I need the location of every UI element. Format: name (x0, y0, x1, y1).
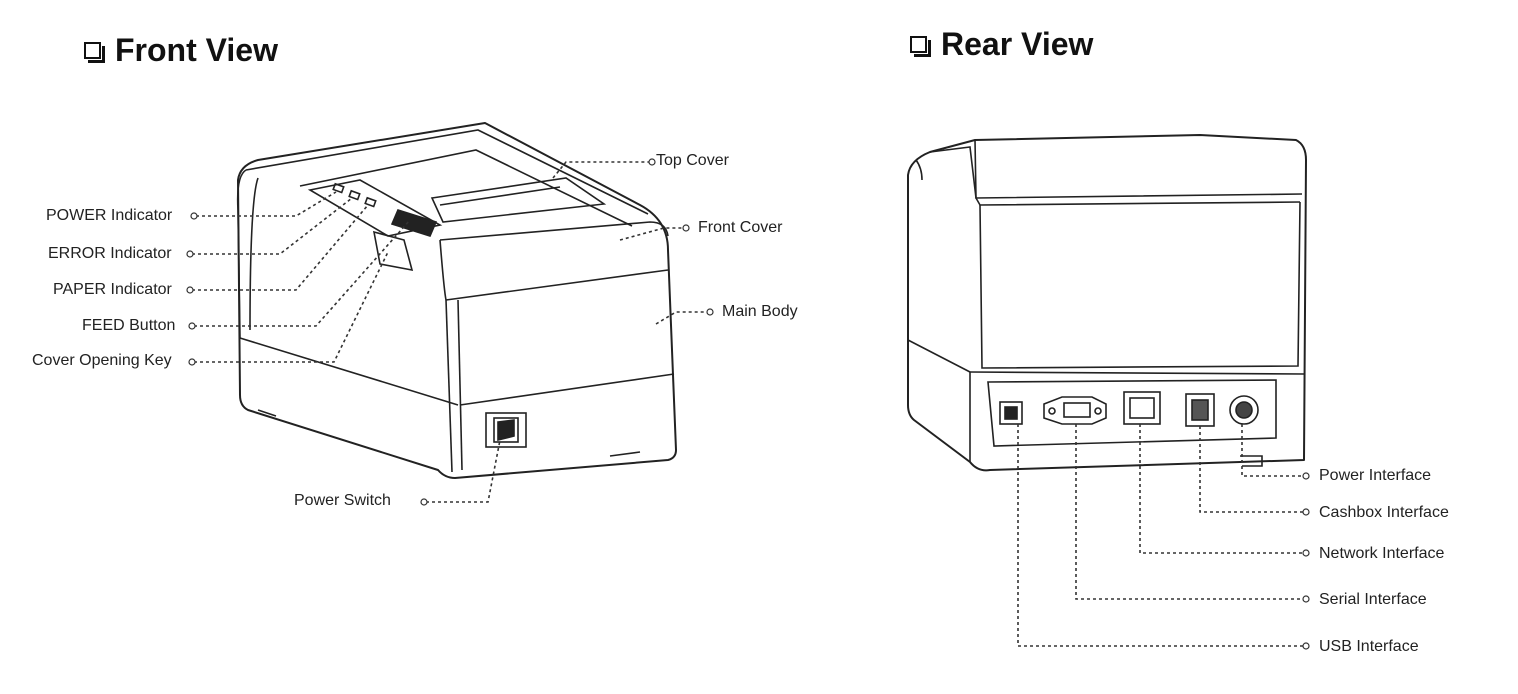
label-power-indicator: POWER Indicator (46, 207, 173, 224)
front-leader-lines (186, 158, 714, 506)
label-feed-button: FEED Button (82, 317, 176, 334)
label-top-cover: Top Cover (656, 152, 729, 169)
label-network-interface: Network Interface (1319, 545, 1445, 562)
checkbox-icon (84, 42, 105, 63)
label-power-interface: Power Interface (1319, 467, 1432, 484)
label-main-body: Main Body (722, 303, 798, 320)
rear-leader-lines (1017, 424, 1310, 650)
label-error-indicator: ERROR Indicator (48, 245, 172, 262)
label-cover-opening-key: Cover Opening Key (32, 352, 172, 369)
label-usb-interface: USB Interface (1319, 638, 1419, 655)
front-printer-illustration (236, 122, 677, 479)
checkbox-icon (910, 36, 931, 57)
label-paper-indicator: PAPER Indicator (53, 281, 172, 298)
rear-printer-illustration (907, 134, 1307, 472)
front-view-title-text: Front View (115, 32, 278, 68)
front-view-title: Front View (84, 32, 278, 69)
rear-view-title-text: Rear View (941, 26, 1094, 62)
label-power-switch: Power Switch (294, 492, 391, 509)
label-front-cover: Front Cover (698, 219, 783, 236)
label-cashbox-interface: Cashbox Interface (1319, 504, 1449, 521)
label-serial-interface: Serial Interface (1319, 591, 1427, 608)
rear-view-title: Rear View (910, 26, 1093, 63)
